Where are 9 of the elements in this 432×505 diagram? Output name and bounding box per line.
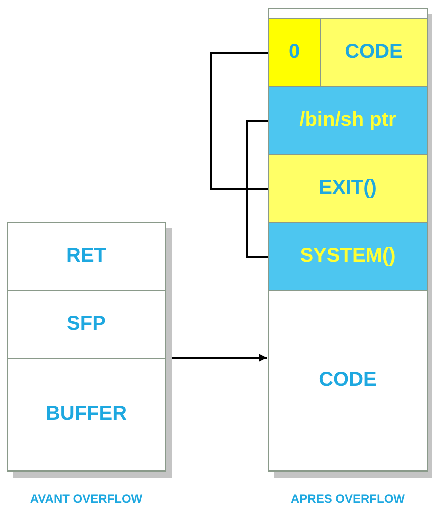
- connector-line: [246, 120, 268, 258]
- memory-slot: /bin/sh ptr: [269, 87, 427, 155]
- memory-slot: CODE: [321, 19, 427, 87]
- memory-slot: 0: [269, 19, 321, 87]
- memory-slot: SYSTEM(): [269, 223, 427, 291]
- connector-line: [210, 52, 268, 190]
- memory-slot: EXIT(): [269, 155, 427, 223]
- stack-caption: APRES OVERFLOW: [290, 492, 406, 505]
- stack-caption: AVANT OVERFLOW: [29, 492, 144, 505]
